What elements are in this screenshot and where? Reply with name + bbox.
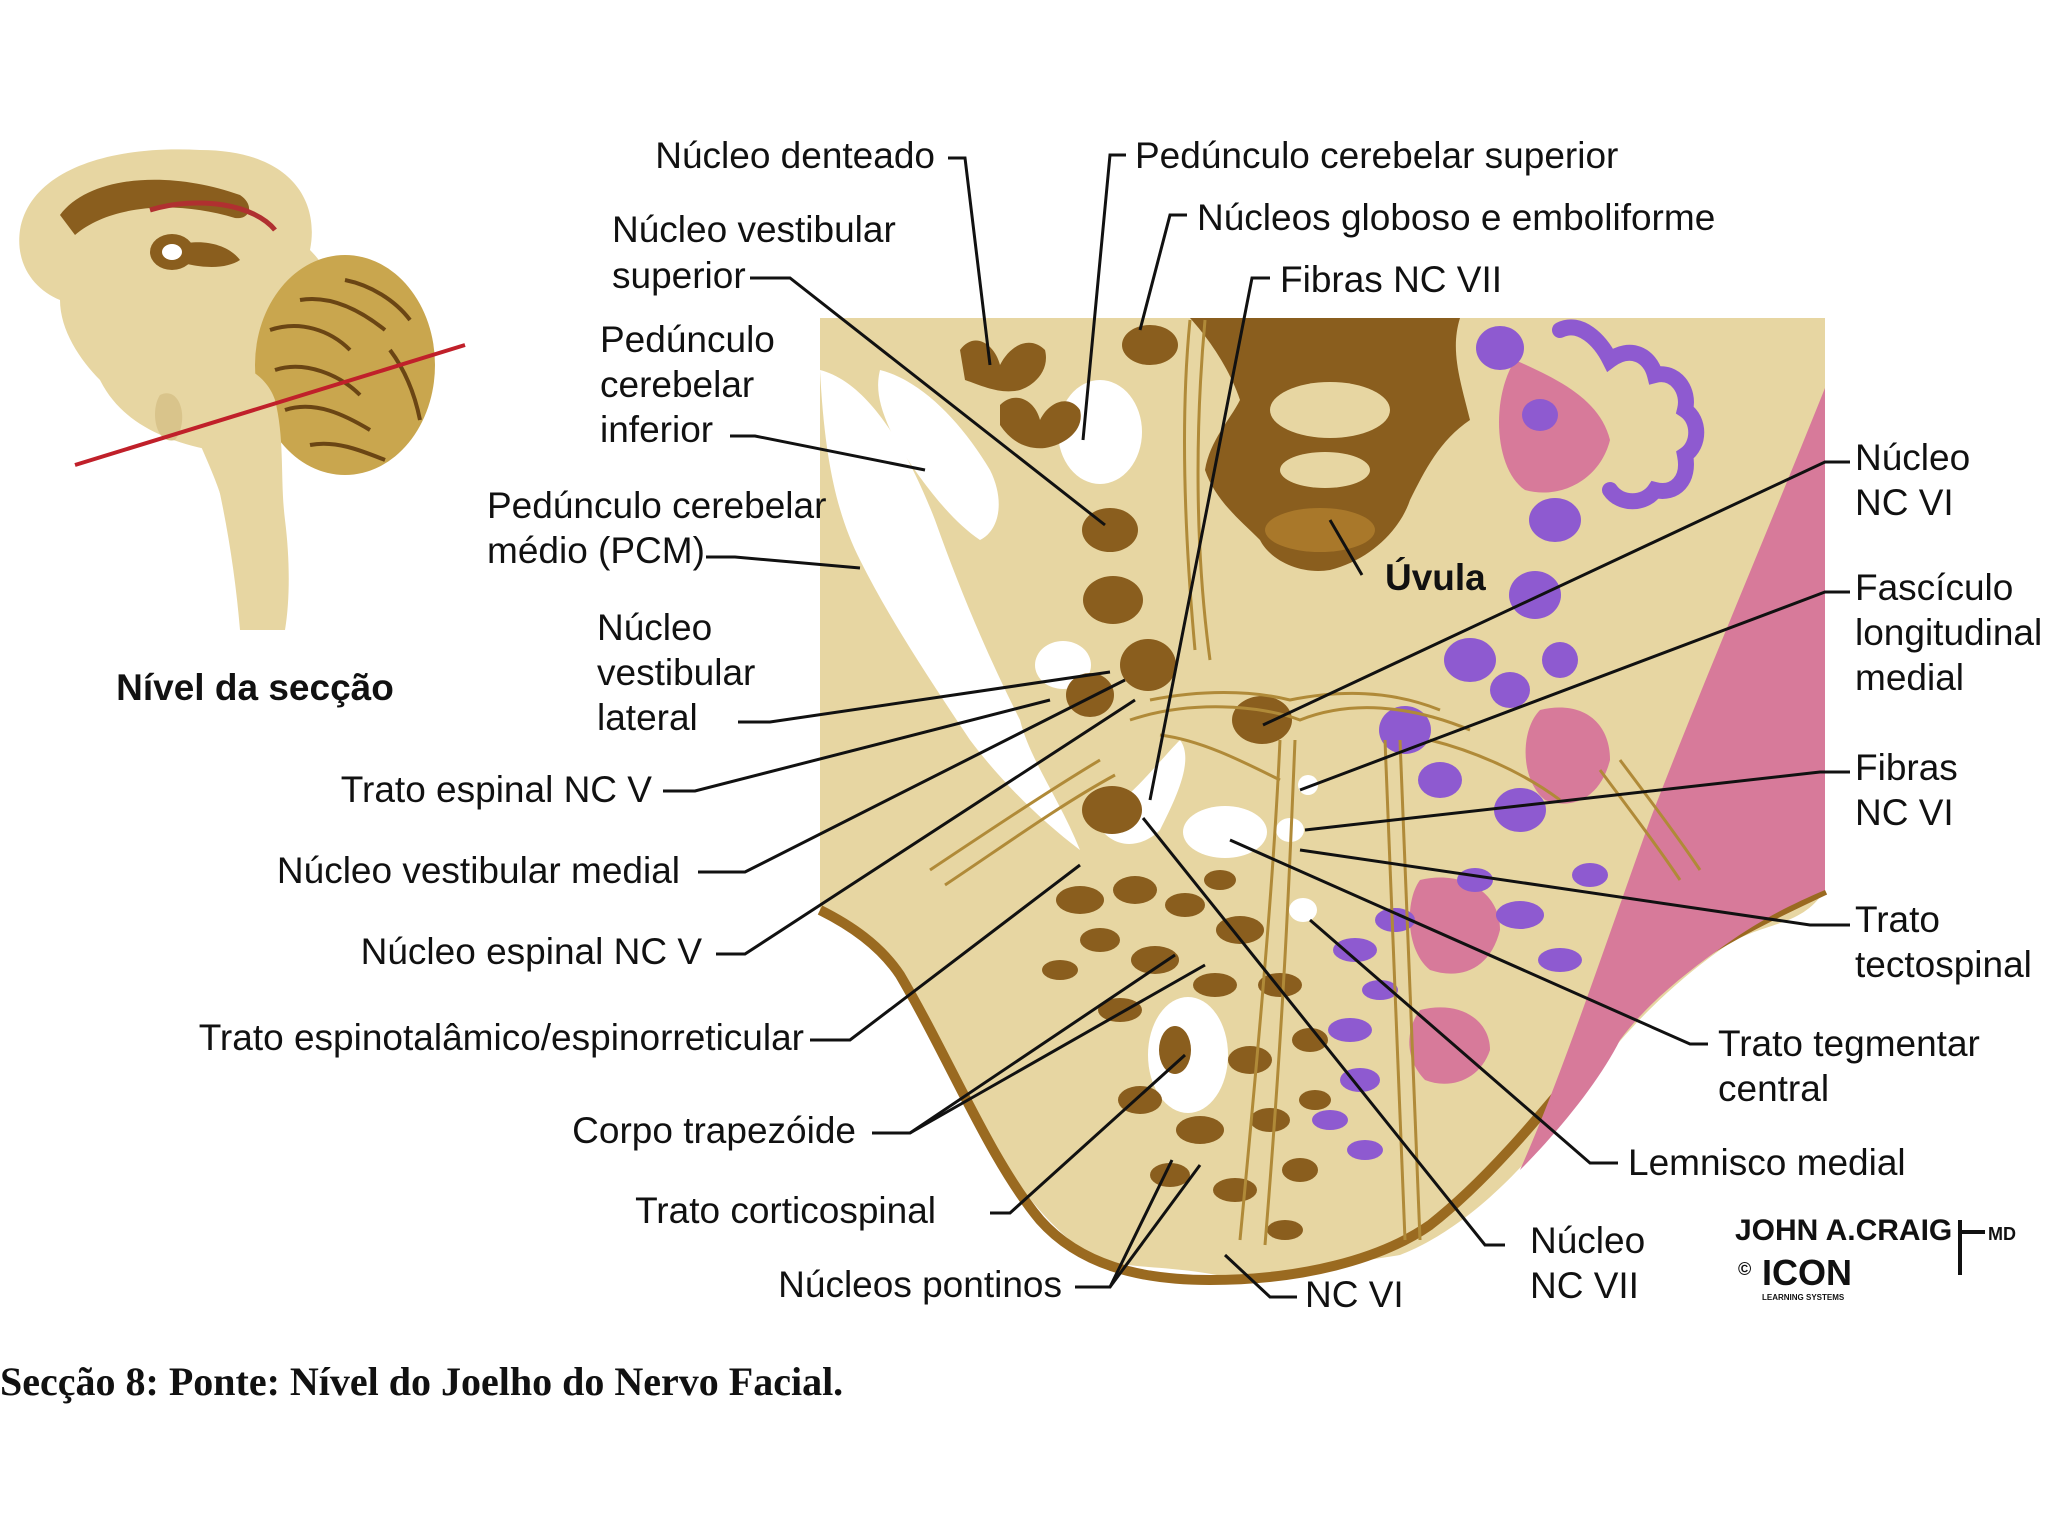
signature-name: JOHN A.CRAIG (1735, 1214, 1952, 1247)
label-fasciculo-longitudinal-medial-2: longitudinal (1855, 612, 2042, 653)
pons-cross-section: Úvula (817, 318, 1828, 1286)
label-trato-tectospinal-2: tectospinal (1855, 944, 2032, 985)
label-fasciculo-longitudinal-medial-1: Fascículo (1855, 567, 2013, 608)
leader-lines (663, 153, 1850, 1299)
label-nucleo-vestibular-medial: Núcleo vestibular medial (277, 850, 680, 891)
label-lemnisco-medial: Lemnisco medial (1628, 1142, 1906, 1183)
label-nucleo-nc-vi-1: Núcleo (1855, 437, 1970, 478)
label-nucleo-vestibular-lateral-2: vestibular (597, 652, 755, 693)
uvula-label: Úvula (1385, 556, 1486, 598)
label-pedunculo-cerebelar-inferior-2: cerebelar (600, 364, 754, 405)
label-trato-corticospinal: Trato corticospinal (635, 1190, 936, 1231)
label-nucleos-globoso-emboliforme: Núcleos globoso e emboliforme (1197, 197, 1715, 238)
label-nucleo-vestibular-lateral-3: lateral (597, 697, 698, 738)
sagittal-brain-inset: Nível da secção (19, 149, 466, 708)
label-fibras-nc-vi-2: NC VI (1855, 792, 1954, 833)
inset-title: Nível da secção (116, 667, 394, 708)
label-nucleo-vestibular-superior-1: Núcleo vestibular (612, 209, 896, 250)
label-fibras-nc-vii: Fibras NC VII (1280, 259, 1502, 300)
artist-signature: JOHN A.CRAIG MD © ICON LEARNING SYSTEMS (1735, 1214, 2016, 1302)
label-trato-tegmentar-central-1: Trato tegmentar (1718, 1023, 1980, 1064)
icon-logo-sub: LEARNING SYSTEMS (1762, 1293, 1845, 1302)
labels: Núcleo denteado Pedúnculo cerebelar supe… (199, 135, 2043, 1315)
label-nucleo-nc-vii-2: NC VII (1530, 1265, 1639, 1306)
label-trato-tegmentar-central-2: central (1718, 1068, 1829, 1109)
label-nucleo-denteado: Núcleo denteado (655, 135, 935, 176)
label-nucleo-vestibular-superior-2: superior (612, 255, 746, 296)
label-nc-vi: NC VI (1305, 1274, 1404, 1315)
label-trato-espinotalamico: Trato espinotalâmico/espinorreticular (199, 1017, 804, 1058)
icon-logo: ICON (1762, 1252, 1852, 1293)
label-nucleo-nc-vi-2: NC VI (1855, 482, 1954, 523)
label-nucleos-pontinos: Núcleos pontinos (778, 1264, 1062, 1305)
label-fasciculo-longitudinal-medial-3: medial (1855, 657, 1964, 698)
label-pedunculo-cerebelar-medio-1: Pedúnculo cerebelar (487, 485, 826, 526)
label-pedunculo-cerebelar-inferior-3: inferior (600, 409, 713, 450)
label-nucleo-vestibular-lateral-1: Núcleo (597, 607, 712, 648)
label-pedunculo-cerebelar-medio-2: médio (PCM) (487, 530, 705, 571)
label-fibras-nc-vi-1: Fibras (1855, 747, 1958, 788)
label-pedunculo-cerebelar-superior: Pedúnculo cerebelar superior (1135, 135, 1618, 176)
label-nucleo-nc-vii-1: Núcleo (1530, 1220, 1645, 1261)
copyright-symbol: © (1738, 1259, 1751, 1279)
label-trato-espinal-nc-v: Trato espinal NC V (341, 769, 653, 810)
label-corpo-trapezoide: Corpo trapezóide (572, 1110, 856, 1151)
signature-suffix: MD (1988, 1224, 2016, 1244)
label-nucleo-espinal-nc-v: Núcleo espinal NC V (361, 931, 703, 972)
label-trato-tectospinal-1: Trato (1855, 899, 1940, 940)
label-pedunculo-cerebelar-inferior-1: Pedúnculo (600, 319, 775, 360)
figure-caption: Secção 8: Ponte: Nível do Joelho do Nerv… (0, 1359, 843, 1404)
